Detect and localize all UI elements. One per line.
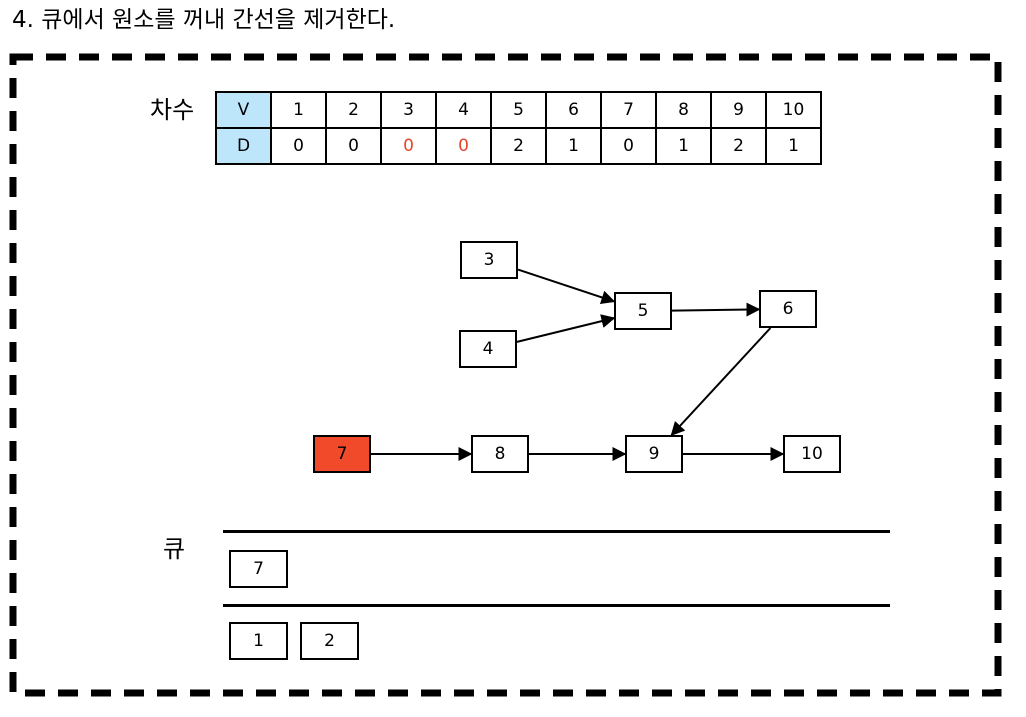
vertex-cell: 4 [435, 91, 492, 129]
degree-cell: 0 [270, 127, 327, 165]
graph-node-5: 5 [614, 292, 672, 330]
vertex-cell: 7 [600, 91, 657, 129]
degree-cell: 1 [655, 127, 712, 165]
vertex-cell: 5 [490, 91, 547, 129]
graph-node-6: 6 [759, 290, 817, 328]
degree-cell: 0 [600, 127, 657, 165]
queue-item: 1 [229, 622, 288, 660]
vertex-cell: 8 [655, 91, 712, 129]
vertex-row: V 1 2 3 4 5 6 7 8 9 10 [215, 91, 822, 129]
vertex-cell: 2 [325, 91, 382, 129]
vertex-cell: 9 [710, 91, 767, 129]
degree-cell: 1 [545, 127, 602, 165]
degree-cell: 2 [710, 127, 767, 165]
edge-3-to-5 [517, 268, 616, 305]
edge-6-to-9 [670, 327, 772, 437]
degree-label: 차수 [150, 96, 195, 124]
degree-table: V 1 2 3 4 5 6 7 8 9 10 D 0 0 0 0 2 1 0 1… [215, 91, 822, 165]
edge-5-to-6 [671, 302, 761, 317]
degree-cell: 1 [765, 127, 822, 165]
degree-row: D 0 0 0 0 2 1 0 1 2 1 [215, 127, 822, 165]
degree-row-header: D [215, 127, 272, 165]
queue-label: 큐 [163, 535, 186, 563]
vertex-row-header: V [215, 91, 272, 129]
vertex-cell: 10 [765, 91, 822, 129]
edge-4-to-5 [516, 314, 616, 343]
degree-cell: 2 [490, 127, 547, 165]
graph-node-3: 3 [460, 241, 518, 279]
degree-cell: 0 [435, 127, 492, 165]
graph-node-4: 4 [459, 330, 517, 368]
degree-cell: 0 [325, 127, 382, 165]
page-title: 4. 큐에서 원소를 꺼내 간선을 제거한다. [12, 7, 396, 33]
vertex-cell: 3 [380, 91, 437, 129]
vertex-cell: 1 [270, 91, 327, 129]
graph-node-10: 10 [783, 435, 841, 473]
graph-node-7: 7 [313, 435, 371, 473]
queue-item: 2 [300, 622, 359, 660]
queue-removed-item: 7 [229, 550, 288, 588]
queue-divider-line [223, 604, 890, 607]
degree-cell: 0 [380, 127, 437, 165]
graph-node-9: 9 [625, 435, 683, 473]
vertex-cell: 6 [545, 91, 602, 129]
queue-top-line [223, 530, 890, 533]
graph-node-8: 8 [471, 435, 529, 473]
